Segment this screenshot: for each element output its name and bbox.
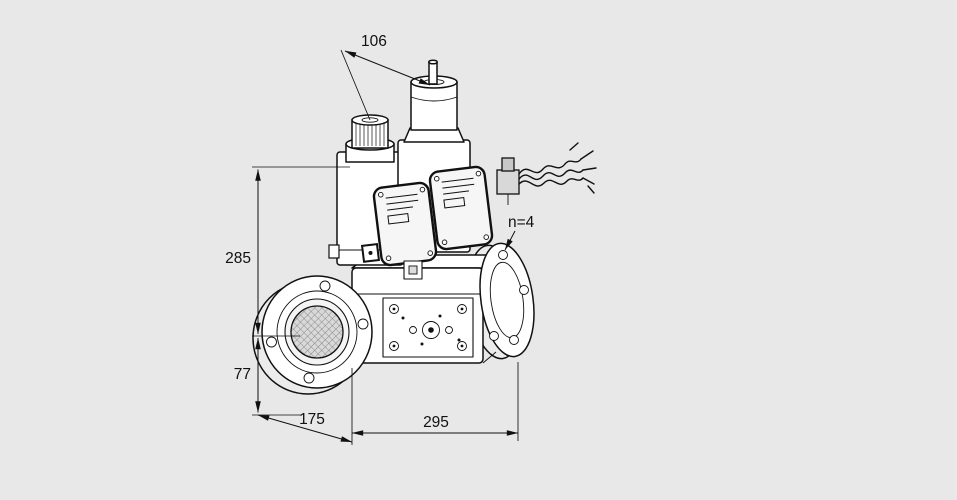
cover-tab (360, 242, 381, 263)
dimension-106-label: 106 (361, 33, 387, 50)
left-flange (252, 275, 373, 395)
left-flange-bolt-holes (266, 280, 369, 384)
top-pin (428, 59, 438, 85)
dimension-77-label: 77 (234, 366, 251, 383)
mounting-plate (382, 297, 474, 358)
dimension-295-label: 295 (423, 414, 449, 431)
cable-wires (518, 142, 597, 194)
side-nub (328, 244, 340, 259)
right-flange-face (479, 242, 535, 358)
dimension-106: 106 (340, 33, 431, 121)
body-top-box (403, 260, 423, 280)
dimension-295: 295 (351, 362, 519, 441)
left-terminal-cover (372, 181, 438, 267)
dimension-285-label: 285 (225, 250, 251, 267)
bolt-count-label: n=4 (508, 214, 535, 231)
dimension-175-label: 175 (299, 411, 325, 428)
cable-connector (496, 157, 520, 205)
dimension-285: 285 (225, 166, 350, 337)
right-terminal-cover (428, 165, 494, 251)
bolt-count-callout: n=4 (504, 214, 535, 251)
strainer-mesh (290, 305, 344, 359)
right-flange-bolt-holes (489, 250, 529, 345)
